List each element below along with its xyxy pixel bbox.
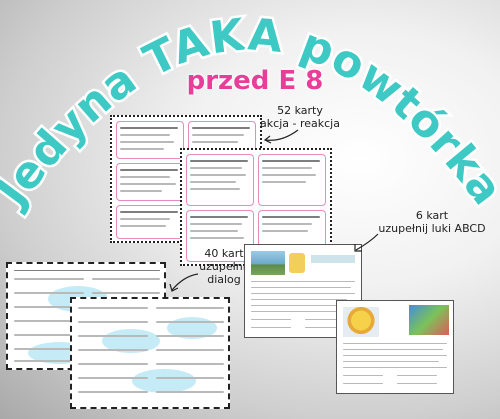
- action-cards-label: 52 karty akcja - reakcja: [260, 104, 340, 130]
- subtitle: przed E 8: [186, 66, 324, 96]
- abcd-cards-sheet-2: [336, 300, 454, 394]
- abcd-cards-label: 6 kart uzupełnij luki ABCD: [378, 209, 486, 235]
- photo-image: [409, 305, 449, 335]
- photo-image: [343, 307, 379, 337]
- dialog-cards-sheet-2: [70, 297, 230, 409]
- arrow-icon: [354, 233, 379, 252]
- arrow-icon: [263, 129, 299, 144]
- photo-image: [289, 253, 305, 273]
- photo-image: [251, 251, 285, 275]
- dialog-cards-label: 40 kart uzupełnij dialog: [199, 247, 249, 286]
- arrow-icon: [169, 273, 199, 292]
